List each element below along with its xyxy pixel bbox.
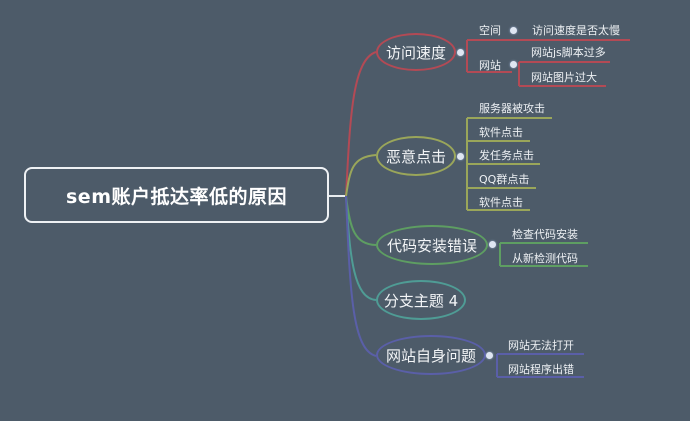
collapse-toggle-icon[interactable] <box>489 241 496 248</box>
leaf-item[interactable]: 网站图片过大 <box>531 71 597 84</box>
leaf-item[interactable]: 访问速度是否太慢 <box>532 24 620 37</box>
subtopic-website[interactable]: 网站 <box>479 59 501 72</box>
leaf-item[interactable]: 网站程序出错 <box>508 363 574 376</box>
branch-topic-4[interactable]: 分支主题 4 <box>376 280 466 320</box>
leaf-item[interactable]: 网站js脚本过多 <box>531 46 606 59</box>
branch-label: 网站自身问题 <box>385 346 476 365</box>
branch-label: 分支主题 4 <box>383 291 459 310</box>
branch-malicious-click[interactable]: 恶意点击 <box>376 136 456 176</box>
leaf-item[interactable]: 软件点击 <box>479 126 523 139</box>
collapse-toggle-icon[interactable] <box>457 49 464 56</box>
branch-access-speed[interactable]: 访问速度 <box>376 33 456 71</box>
leaf-item[interactable]: QQ群点击 <box>479 173 530 186</box>
branch-site-issues[interactable]: 网站自身问题 <box>376 335 486 375</box>
leaf-item[interactable]: 网站无法打开 <box>508 339 574 352</box>
central-topic-label: sem账户抵达率低的原因 <box>66 185 287 208</box>
leaf-item[interactable]: 服务器被攻击 <box>479 102 545 115</box>
branch-label: 恶意点击 <box>385 147 446 166</box>
leaf-item[interactable]: 软件点击 <box>479 196 523 209</box>
collapse-toggle-icon[interactable] <box>510 61 517 68</box>
branch-code-install-error[interactable]: 代码安装错误 <box>376 225 488 265</box>
central-topic[interactable]: sem账户抵达率低的原因 <box>24 167 329 223</box>
leaf-item[interactable]: 发任务点击 <box>479 149 534 162</box>
collapse-toggle-icon[interactable] <box>510 27 517 34</box>
branch-label: 访问速度 <box>385 43 446 62</box>
leaf-item[interactable]: 检查代码安装 <box>512 228 578 241</box>
leaf-item[interactable]: 从新检测代码 <box>512 252 578 265</box>
subtopic-space[interactable]: 空间 <box>479 24 501 37</box>
collapse-toggle-icon[interactable] <box>486 352 493 359</box>
branch-label: 代码安装错误 <box>386 236 477 255</box>
collapse-toggle-icon[interactable] <box>457 153 464 160</box>
